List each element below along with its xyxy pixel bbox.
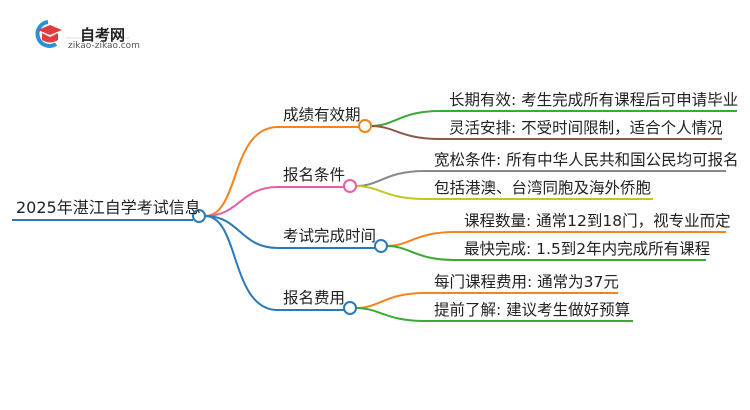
leaf-node[interactable]: 课程数量: 通常12到18门，视专业而定 bbox=[464, 212, 731, 230]
branch-node[interactable]: 报名条件 bbox=[283, 166, 346, 184]
leaf-node[interactable]: 灵活安排: 不受时间限制，适合个人情况 bbox=[449, 119, 723, 137]
branch-node[interactable]: 报名费用 bbox=[283, 289, 346, 307]
leaf-node[interactable]: 长期有效: 考生完成所有课程后可申请毕业 bbox=[449, 91, 739, 109]
leaf-node[interactable]: 宽松条件: 所有中华人民共和国公民均可报名 bbox=[434, 151, 739, 169]
branch-1-toggle bbox=[358, 119, 372, 133]
root-node[interactable]: 2025年湛江自学考试信息 bbox=[16, 198, 201, 217]
leaf-node[interactable]: 最快完成: 1.5到2年内完成所有课程 bbox=[464, 240, 711, 258]
leaf-node[interactable]: 提前了解: 建议考生做好预算 bbox=[434, 301, 631, 319]
logo-icon bbox=[35, 20, 62, 48]
leaf-node[interactable]: 每门课程费用: 通常为37元 bbox=[434, 273, 619, 291]
branch-node[interactable]: 成绩有效期 bbox=[283, 106, 361, 124]
root-collapse-toggle bbox=[192, 209, 206, 223]
leaf-node[interactable]: 包括港澳、台湾同胞及海外侨胞 bbox=[434, 179, 652, 197]
branch-4-toggle bbox=[343, 301, 357, 315]
logo-title: 自考网 bbox=[80, 26, 126, 44]
branch-3-toggle bbox=[374, 239, 388, 253]
branch-2-toggle bbox=[343, 179, 357, 193]
logo-subtitle: zikao-zikao.com bbox=[68, 41, 140, 51]
branch-node[interactable]: 考试完成时间 bbox=[283, 227, 377, 245]
